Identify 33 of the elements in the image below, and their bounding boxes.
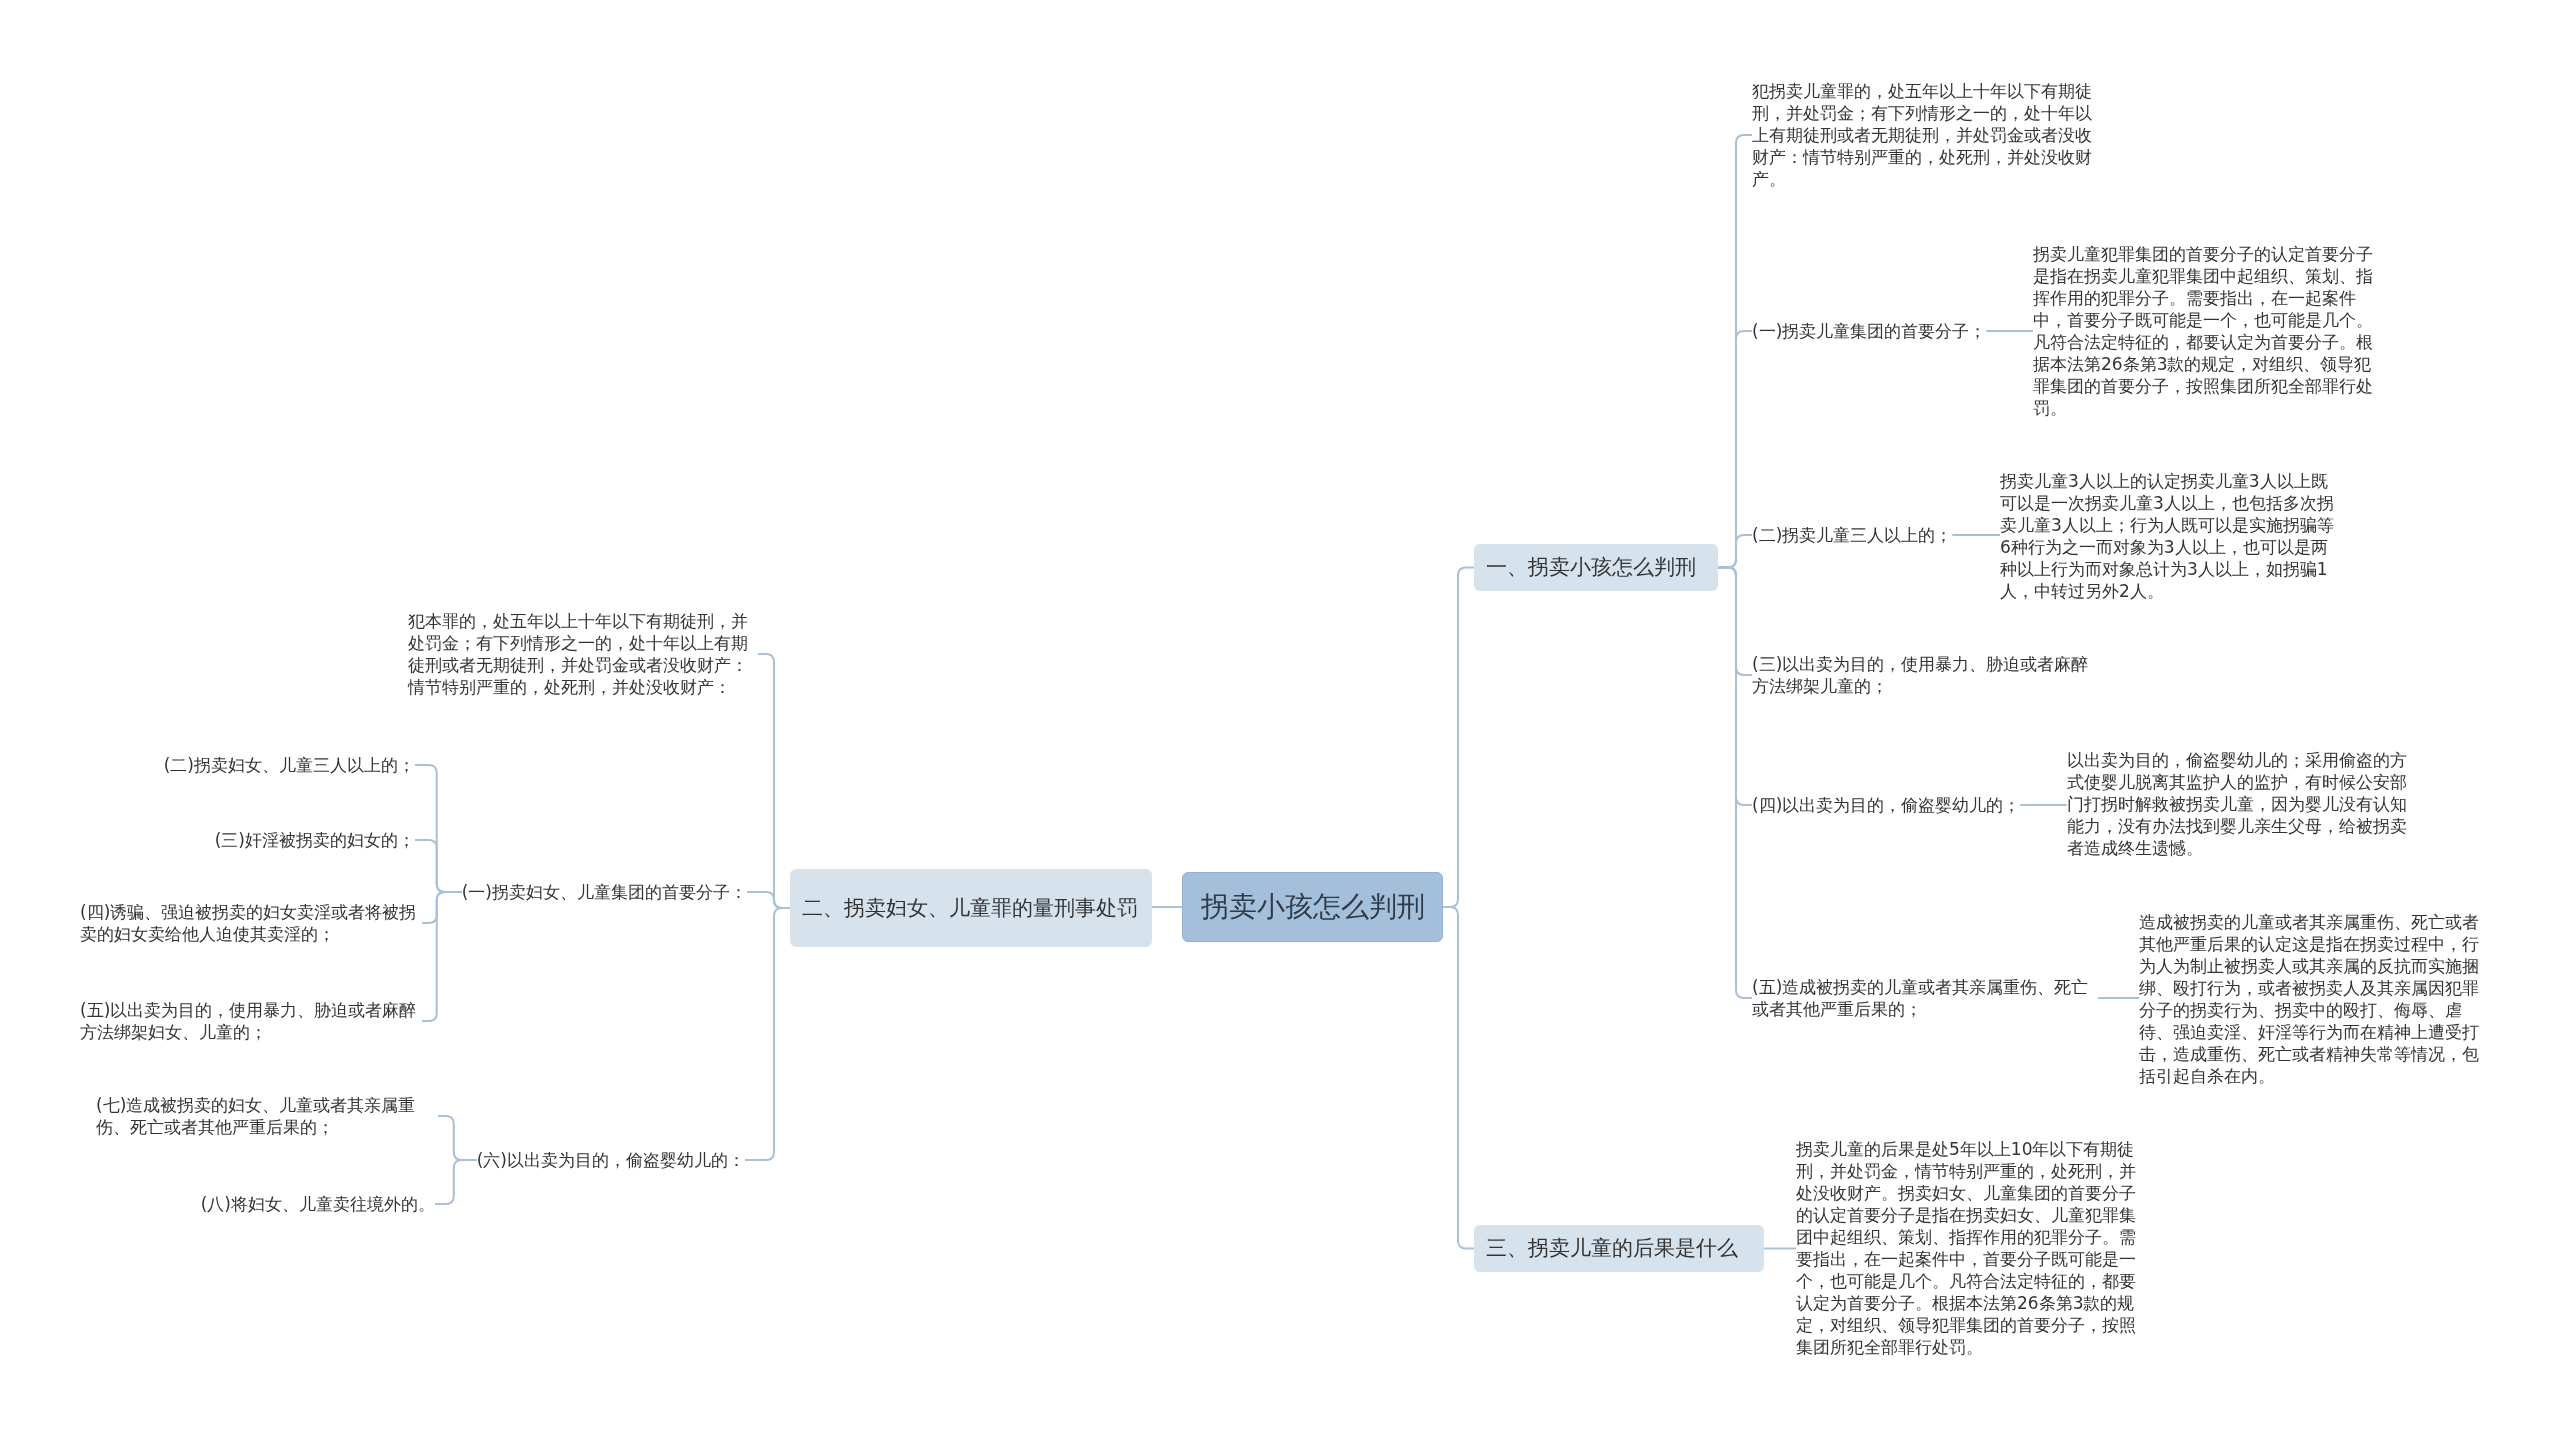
- branch-text: 犯拐卖儿童罪的，处五年以上十年以下有期徒刑，并处罚金；有下列情形之一的，处十年以上有期徒刑或者无期徒刑，并处罚金或者没收财产：情节特别严重的，处死刑，并处没收财产。: [1752, 80, 2098, 190]
- central-topic-box: 拐卖小孩怎么判刑: [1182, 872, 1443, 942]
- connector-line: [1985, 330, 2034, 332]
- branch-text: (六)以出卖为目的，偷盗婴幼儿的：: [476, 1149, 745, 1171]
- subtopic-box: 二、拐卖妇女、儿童罪的量刑事处罚: [790, 869, 1152, 947]
- branch-text: (一)拐卖妇女、儿童集团的首要分子：: [461, 881, 747, 903]
- branch-text: 造成被拐卖的儿童或者其亲属重伤、死亡或者其他严重后果的认定这是指在拐卖过程中，行为人为制止被拐卖人或其亲属的反抗而实施捆绑、殴打行为，或者被拐卖人及其亲属因犯罪分子的拐卖行为、拐卖中的殴打、侮辱、虐待、强迫卖淫、奸淫等行为而在精神上遭受打击，造成重伤、死亡或者精神失常等情况，包括引起自杀在内。: [2139, 911, 2485, 1087]
- connector-line: [1763, 1247, 1797, 1250]
- connector-line: [2019, 804, 2068, 806]
- branch-text: (四)诱骗、强迫被拐卖的妇女卖淫或者将被拐卖的妇女卖给他人迫使其卖淫的；: [80, 901, 422, 945]
- connector-line: [1442, 906, 1475, 1250]
- branch-text: 犯本罪的，处五年以上十年以下有期徒刑，并处罚金；有下列情形之一的，处十年以上有期徒刑或者无期徒刑，并处罚金或者没收财产：情节特别严重的，处死刑，并处没收财产：: [408, 610, 758, 698]
- branch-text: (一)拐卖儿童集团的首要分子；: [1752, 320, 1987, 342]
- branch-text: 拐卖儿童犯罪集团的首要分子的认定首要分子是指在拐卖儿童犯罪集团中起组织、策划、指挥作用的犯罪分子。需要指出，在一起案件中，首要分子既可能是一个，也可能是几个。凡符合法定特征的，都要认定为首要分子。根据本法第26条第3款的规定，对组织、领导犯罪集团的首要分子，按照集团所犯全部罪行处罚。: [2033, 243, 2379, 419]
- connector-line: [434, 1159, 478, 1205]
- connector-line: [1151, 906, 1183, 908]
- branch-text: (二)拐卖儿童三人以上的；: [1752, 524, 1953, 546]
- branch-text: (三)以出卖为目的，使用暴力、胁迫或者麻醉方法绑架儿童的；: [1752, 653, 2098, 697]
- branch-text: (二)拐卖妇女、儿童三人以上的；: [163, 754, 415, 776]
- branch-text: (三)奸淫被拐卖的妇女的；: [214, 829, 415, 851]
- branch-text: (五)造成被拐卖的儿童或者其亲属重伤、死亡或者其他严重后果的；: [1752, 976, 2098, 1020]
- connector-line: [2097, 997, 2140, 999]
- subtopic-box: 一、拐卖小孩怎么判刑: [1474, 544, 1718, 591]
- branch-text: (四)以出卖为目的，偷盗婴幼儿的；: [1752, 794, 2021, 816]
- branch-text: (五)以出卖为目的，使用暴力、胁迫或者麻醉方法绑架妇女、儿童的；: [80, 999, 422, 1043]
- connector-line: [1951, 534, 2001, 536]
- connector-line: [744, 907, 791, 1161]
- subtopic-box: 三、拐卖儿童的后果是什么: [1474, 1225, 1764, 1272]
- branch-text: (八)将妇女、儿童卖往境外的。: [200, 1193, 435, 1215]
- branch-text: 拐卖儿童3人以上的认定拐卖儿童3人以上既可以是一次拐卖儿童3人以上，也包括多次拐卖儿童3人以上；行为人既可以是实施拐骗等6种行为之一而对象为3人以上，也可以是两种以上行为而对象总计为3人以上，如拐骗1人，中转过另外2人。: [2000, 470, 2342, 602]
- branch-text: 拐卖儿童的后果是处5年以上10年以下有期徒刑，并处罚金，情节特别严重的，处死刑，并处没收财产。拐卖妇女、儿童集团的首要分子的认定首要分子是指在拐卖妇女、儿童犯罪集团中起组织、策划、指挥作用的犯罪分子。需要指出，在一起案件中，首要分子既可能是一个，也可能是几个。凡符合法定特征的，都要认定为首要分子。根据本法第26条第3款的规定，对组织、领导犯罪集团的首要分子，按照集团所犯全部罪行处罚。: [1796, 1138, 2142, 1358]
- branch-text: (七)造成被拐卖的妇女、儿童或者其亲属重伤、死亡或者其他严重后果的；: [96, 1094, 438, 1138]
- branch-text: 以出卖为目的，偷盗婴幼儿的；采用偷盗的方式使婴儿脱离其监护人的监护，有时候公安部门打拐时解救被拐卖儿童，因为婴儿没有认知能力，没有办法找到婴儿亲生父母，给被拐卖者造成终生遗憾。: [2067, 749, 2413, 859]
